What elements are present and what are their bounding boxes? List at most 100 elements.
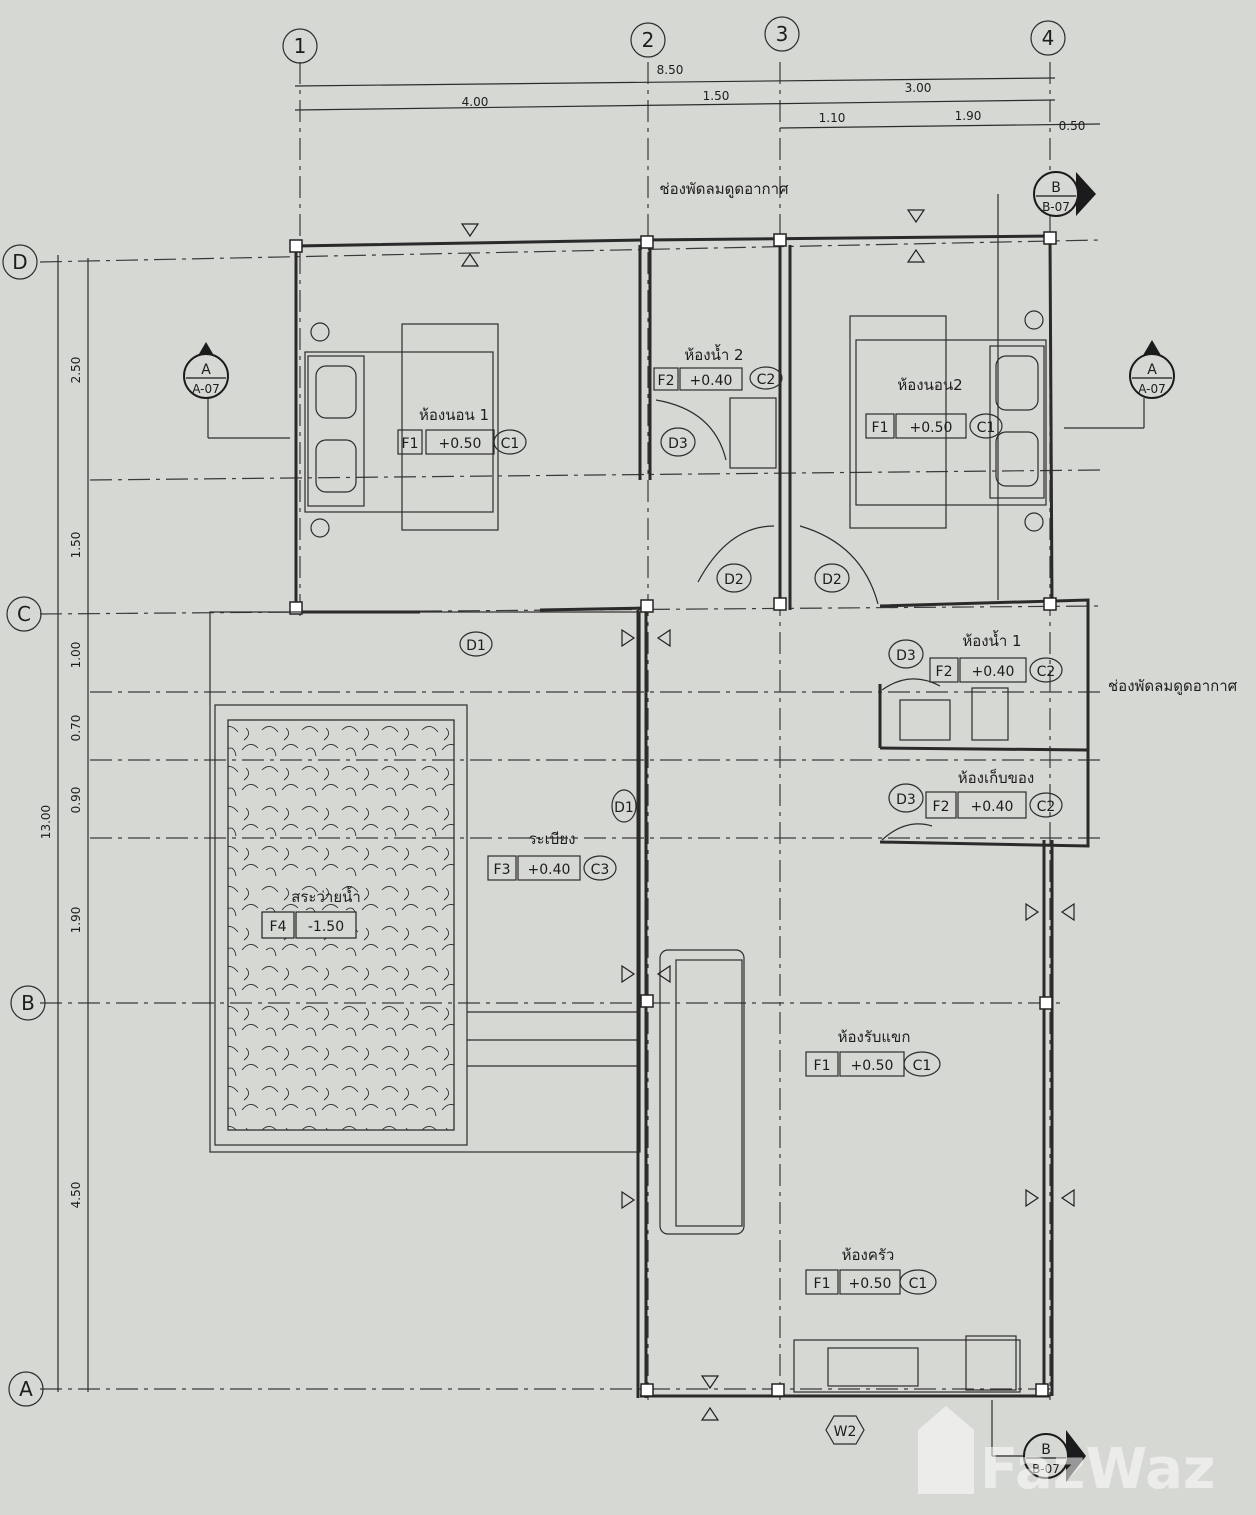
section-marker-b-bottom: B B-07: [991, 1400, 1086, 1482]
dim-top-1: 4.00: [462, 95, 489, 109]
door-tag-d1-mid: D1: [611, 789, 637, 823]
svg-text:C1: C1: [913, 1058, 932, 1074]
svg-text:C3: C3: [591, 862, 610, 878]
bed-1: [304, 322, 499, 538]
dim-sub-1: 1.10: [819, 111, 846, 125]
svg-text:A: A: [1147, 362, 1157, 378]
door-swing-d2-right: [799, 525, 879, 605]
bath1-basin: [899, 699, 951, 741]
door-swing-d3-store: [881, 823, 933, 841]
svg-text:F2: F2: [936, 664, 953, 680]
left-dimensions: 13.00 2.50 1.50 1.00 0.70 0.90 1.90 4.50: [39, 255, 89, 1392]
svg-text:1.00: 1.00: [69, 642, 83, 669]
room-name: ห้องนอน 1: [419, 406, 489, 424]
door-swing-d3-bath1: [881, 678, 941, 691]
svg-text:+0.50: +0.50: [439, 436, 482, 452]
svg-text:4.50: 4.50: [69, 1182, 83, 1209]
svg-text:ช่องพัดลมดูดอากาศ: ช่องพัดลมดูดอากาศ: [1108, 677, 1238, 695]
dim-top-3: 3.00: [905, 81, 932, 95]
svg-text:A-07: A-07: [192, 382, 220, 396]
door-tag-d3-store: D3: [888, 783, 924, 813]
svg-text:ห้องรับแขก: ห้องรับแขก: [838, 1028, 911, 1046]
elevation-markers: [460, 209, 1075, 1421]
svg-text:F1: F1: [402, 436, 419, 452]
svg-text:C1: C1: [501, 436, 520, 452]
room-storage: ห้องเก็บของ F2 +0.40 C2: [925, 768, 1063, 819]
svg-text:B: B: [1041, 1442, 1051, 1458]
grid-bubble-col-4: 4: [1030, 20, 1066, 56]
top-dimensions: 8.50 4.00 1.50 3.00 1.10 1.90 0.50: [294, 63, 1101, 133]
terrace-outline: [209, 611, 641, 1153]
grid-bubble-col-1: 1: [282, 28, 318, 64]
svg-text:B-07: B-07: [1032, 1462, 1060, 1476]
vent-top-note: ช่องพัดลมดูดอากาศ: [659, 180, 789, 198]
watermark-logo: FazWaz: [918, 1406, 1216, 1502]
kitchen-counter: [793, 1335, 1021, 1393]
bath2-shower: [729, 397, 777, 469]
svg-text:C2: C2: [757, 372, 776, 388]
room-kitchen: ห้องครัว F1 +0.50 C1: [805, 1246, 937, 1295]
window-tag-w2: W2: [825, 1415, 865, 1445]
columns: [289, 231, 1057, 1397]
svg-text:+0.40: +0.40: [528, 862, 571, 878]
svg-text:1.90: 1.90: [69, 907, 83, 934]
dim-top-2: 1.50: [703, 89, 730, 103]
svg-text:4: 4: [1042, 26, 1055, 50]
svg-text:ช่องพัดลมดูดอากาศ: ช่องพัดลมดูดอากาศ: [659, 180, 789, 198]
door-tag-d2-left: D2: [716, 563, 752, 593]
svg-text:C1: C1: [909, 1276, 928, 1292]
grid-bubble-col-2: 2: [630, 22, 666, 58]
svg-text:C2: C2: [1037, 799, 1056, 815]
svg-text:+0.50: +0.50: [851, 1058, 894, 1074]
svg-text:C1: C1: [977, 420, 996, 436]
dim-sub-2: 1.90: [955, 109, 982, 123]
dim-total-height: 13.00: [39, 805, 53, 839]
svg-text:0.70: 0.70: [69, 715, 83, 742]
room-bath1: ห้องน้ำ 1 F2 +0.40 C2: [929, 630, 1063, 683]
bed-2: [849, 310, 1047, 532]
svg-text:D1: D1: [466, 638, 486, 654]
svg-text:D3: D3: [896, 648, 916, 664]
svg-text:F1: F1: [872, 420, 889, 436]
svg-text:+0.40: +0.40: [690, 373, 733, 389]
svg-text:F2: F2: [933, 799, 950, 815]
svg-text:0.90: 0.90: [69, 787, 83, 814]
svg-text:3: 3: [776, 22, 789, 46]
grid-bubble-col-3: 3: [764, 16, 800, 52]
section-marker-a-left: A A-07: [183, 342, 290, 439]
room-bath2: ห้องน้ำ 2 F2 +0.40 C2: [653, 344, 783, 391]
svg-text:1: 1: [294, 34, 307, 58]
door-tag-d3-bath2: D3: [660, 427, 696, 457]
svg-text:ห้องน้ำ 2: ห้องน้ำ 2: [684, 344, 743, 364]
svg-text:B: B: [1051, 180, 1061, 196]
svg-text:F1: F1: [814, 1276, 831, 1292]
dim-sub-3: 0.50: [1059, 119, 1086, 133]
svg-text:+0.50: +0.50: [910, 420, 953, 436]
svg-text:C: C: [17, 602, 31, 626]
door-tag-d1-top: D1: [459, 631, 493, 657]
room-terrace: ระเบียง F3 +0.40 C3: [487, 830, 617, 881]
svg-text:A: A: [19, 1377, 33, 1401]
door-tag-d2-right: D2: [814, 563, 850, 593]
door-swing-d2-left: [697, 525, 775, 583]
grid-bubble-row-b: B: [10, 985, 46, 1021]
pool-edge: [214, 704, 468, 1146]
svg-text:F4: F4: [270, 919, 287, 935]
svg-text:D: D: [12, 250, 27, 274]
svg-text:C2: C2: [1037, 664, 1056, 680]
room-bedroom1: ห้องนอน 1 F1 +0.50 C1: [397, 406, 527, 455]
svg-text:A: A: [201, 362, 211, 378]
svg-text:A-07: A-07: [1138, 382, 1166, 396]
room-pool: สระว่ายน้ำ F4 -1.50: [261, 886, 361, 939]
sofa: [659, 949, 745, 1235]
vent-right-note: ช่องพัดลมดูดอากาศ: [1108, 677, 1238, 695]
svg-text:FazWaz: FazWaz: [980, 1437, 1216, 1502]
door-swing-d3-bath2: [655, 399, 727, 461]
grid-bubble-row-c: C: [6, 596, 42, 632]
bath1-toilet: [971, 687, 1009, 741]
svg-text:1.50: 1.50: [69, 532, 83, 559]
svg-text:D3: D3: [896, 792, 916, 808]
svg-text:2: 2: [642, 28, 655, 52]
svg-text:D2: D2: [724, 572, 744, 588]
grid-bubble-row-d: D: [2, 244, 38, 280]
